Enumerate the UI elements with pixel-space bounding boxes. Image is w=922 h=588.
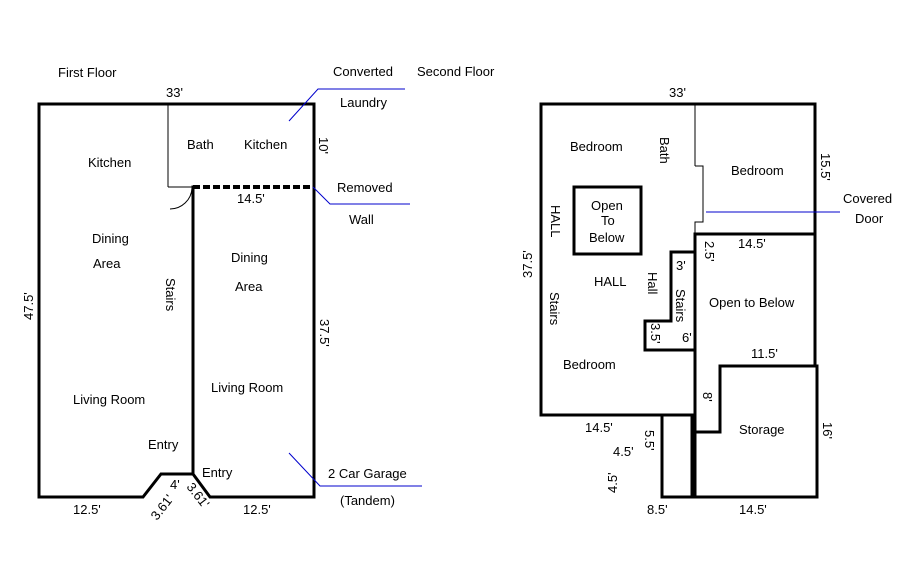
stair-notch-wall — [643, 250, 697, 352]
storage-wall — [693, 364, 819, 499]
storage-label: Storage — [739, 422, 785, 437]
callout-wall-leader — [312, 186, 410, 205]
callout-removed: Removed — [337, 180, 393, 195]
hall-vertical-label: Hall — [645, 272, 660, 295]
hall-left-label: HALL — [548, 205, 563, 238]
sf-dim-step-4-5-h: 4.5' — [613, 444, 634, 459]
ff-dim-left-height: 47.5' — [21, 292, 36, 320]
dining-right-label-2: Area — [235, 279, 263, 294]
bath-vertical-label: Bath — [657, 137, 672, 164]
second-floor: Second Floor Bedroom Bath Bedroom Open T… — [417, 64, 892, 517]
ff-dim-diag-right: 3.61' — [184, 480, 213, 511]
open-label-2: To — [601, 213, 615, 228]
sf-dim-step-5-5: 5.5' — [642, 430, 657, 451]
callout-garage: 2 Car Garage — [328, 466, 407, 481]
covered-door-jog — [694, 165, 704, 234]
open-to-below-label: Open to Below — [709, 295, 795, 310]
sf-dim-step-3-5: 3.5' — [648, 323, 663, 344]
ff-dim-right-height: 37.5' — [317, 319, 332, 347]
kitchen-left-label: Kitchen — [88, 155, 131, 170]
sf-dim-storage-height: 16' — [820, 422, 835, 439]
sf-dim-bottom-small: 8.5' — [647, 502, 668, 517]
living-right-label: Living Room — [211, 380, 283, 395]
callout-converted: Converted — [333, 64, 393, 79]
sf-dim-mid: 14.5' — [738, 236, 766, 251]
sf-dim-step-3: 3' — [676, 258, 686, 273]
callout-covered: Covered — [843, 191, 892, 206]
sf-dim-bedroom-height: 15.5' — [818, 153, 833, 181]
first-floor-title: First Floor — [58, 65, 117, 80]
callout-door: Door — [855, 211, 884, 226]
sf-dim-storage-top: 11.5' — [751, 346, 778, 361]
ff-dim-entry-width: 4' — [170, 477, 180, 492]
sf-dim-bottom-storage: 14.5' — [739, 502, 767, 517]
sf-dim-step-6: 6' — [682, 330, 692, 345]
bath-label: Bath — [187, 137, 214, 152]
dining-left-label-1: Dining — [92, 231, 129, 246]
stairs-right-label: Stairs — [673, 289, 688, 323]
ff-dim-removed-wall: 14.5' — [237, 191, 265, 206]
open-to-below-box — [572, 185, 643, 256]
ff-dim-bottom-right: 12.5' — [243, 502, 271, 517]
sf-dim-step-4-5-v: 4.5' — [605, 472, 620, 493]
entry-left-label: Entry — [148, 437, 179, 452]
callout-wall: Wall — [349, 212, 374, 227]
lower-wing-wall — [660, 413, 694, 499]
open-label-1: Open — [591, 198, 623, 213]
open-label-3: Below — [589, 230, 625, 245]
sf-dim-step-2-5: 2.5' — [702, 241, 717, 262]
sf-dim-step-8: 8' — [700, 392, 715, 402]
callout-garage-leader — [288, 452, 422, 487]
stairs-left-label: Stairs — [547, 292, 562, 326]
ff-dim-bottom-left: 12.5' — [73, 502, 101, 517]
ff-dim-kitchen-height: 10' — [316, 137, 331, 154]
sf-dim-top: 33' — [669, 85, 686, 100]
sf-dim-bottom-ledge: 14.5' — [585, 420, 613, 435]
bedroom-right-label: Bedroom — [731, 163, 784, 178]
hall-center-label: HALL — [594, 274, 627, 289]
dining-right-label-1: Dining — [231, 250, 268, 265]
callout-tandem: (Tandem) — [340, 493, 395, 508]
callout-laundry: Laundry — [340, 95, 387, 110]
ff-dim-diag-left: 3.61' — [148, 492, 177, 523]
second-floor-title: Second Floor — [417, 64, 495, 79]
bedroom-bottom-label: Bedroom — [563, 357, 616, 372]
bedroom-top-label: Bedroom — [570, 139, 623, 154]
laundry-door-swing — [169, 187, 193, 210]
entry-right-label: Entry — [202, 465, 233, 480]
stairs-label: Stairs — [163, 278, 178, 312]
living-left-label: Living Room — [73, 392, 145, 407]
kitchen-right-label: Kitchen — [244, 137, 287, 152]
ff-dim-top: 33' — [166, 85, 183, 100]
sf-dim-left-height: 37.5' — [520, 250, 535, 278]
dining-left-label-2: Area — [93, 256, 121, 271]
callout-laundry-leader — [288, 88, 405, 122]
first-floor: First Floor Kitchen Bath Kitchen Dining … — [21, 64, 422, 523]
